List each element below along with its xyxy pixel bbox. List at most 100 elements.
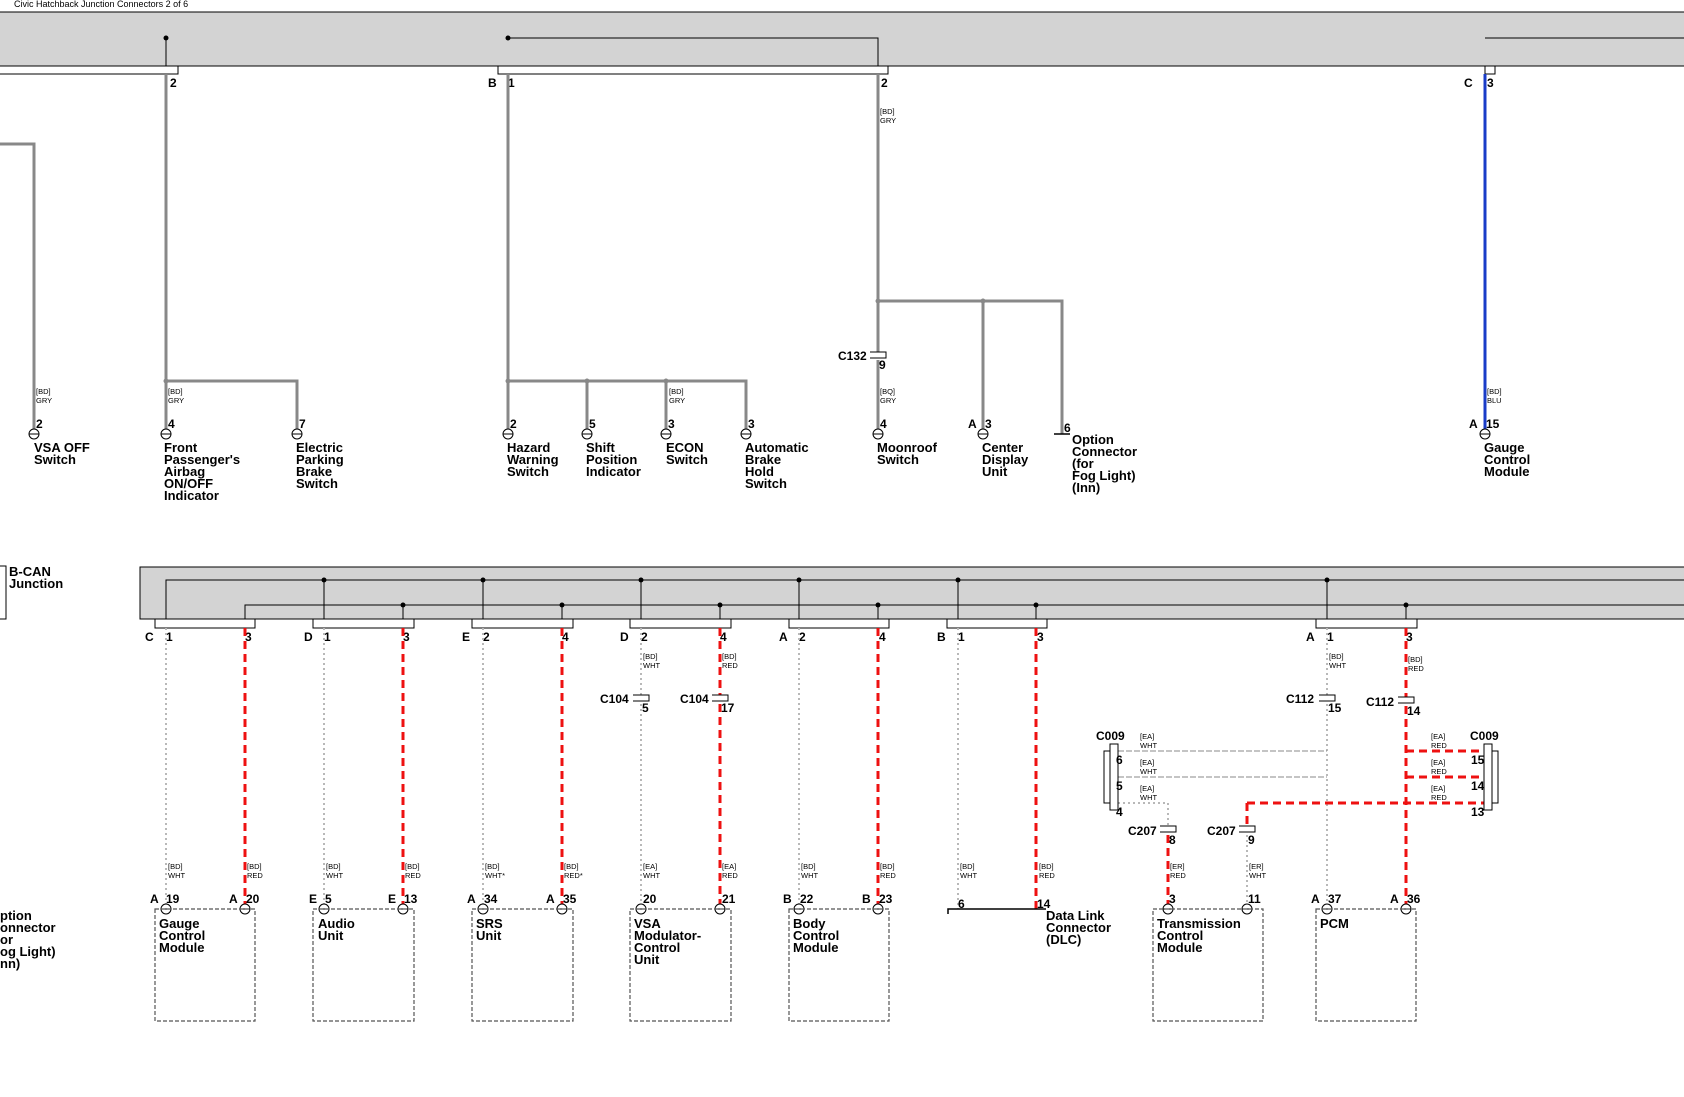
svg-text:A: A: [150, 892, 159, 906]
bus-splice-dot: [505, 35, 511, 41]
svg-text:D: D: [304, 630, 313, 644]
svg-text:13: 13: [1471, 805, 1485, 819]
svg-text:[EA]: [EA]: [1431, 784, 1445, 793]
svg-text:Unit: Unit: [318, 928, 344, 943]
svg-text:onnector: onnector: [0, 920, 56, 935]
splice-dot: [505, 378, 511, 384]
component-label: ECON: [666, 440, 704, 455]
svg-text:RED: RED: [1408, 664, 1424, 673]
svg-text:3: 3: [245, 630, 252, 644]
svg-text:Unit: Unit: [634, 952, 660, 967]
wire-moonroof-group: [876, 74, 1064, 434]
svg-text:nn): nn): [0, 956, 20, 971]
svg-text:WHT: WHT: [801, 871, 818, 880]
svg-text:2: 2: [483, 630, 490, 644]
unit-pins: A 19 A 20 E 5 E 13 A 34 A 35 20 21 B 22 …: [150, 892, 1421, 911]
svg-text:Control: Control: [159, 928, 205, 943]
svg-text:[BD]: [BD]: [168, 862, 183, 871]
svg-text:9: 9: [1248, 833, 1255, 847]
component-label: Display: [982, 452, 1029, 467]
component-label: Switch: [666, 452, 708, 467]
svg-text:RED: RED: [247, 871, 263, 880]
wire-code: [BD]: [669, 387, 684, 396]
svg-text:RED: RED: [1431, 741, 1447, 750]
svg-text:34: 34: [484, 892, 498, 906]
top-pin: 2: [170, 76, 177, 90]
splice-dot: [163, 378, 169, 384]
svg-text:5: 5: [642, 701, 649, 715]
svg-text:VSA: VSA: [634, 916, 661, 931]
svg-text:2: 2: [641, 630, 648, 644]
component-label: Option: [1072, 432, 1114, 447]
wire-color: GRY: [880, 116, 896, 125]
component-connector-letter: A: [968, 417, 977, 431]
svg-text:[EA]: [EA]: [722, 862, 736, 871]
svg-text:Control: Control: [1157, 928, 1203, 943]
top-connector-bracket: [1484, 66, 1496, 75]
component-label: Passenger's: [164, 452, 240, 467]
component-label: Control: [1484, 452, 1530, 467]
svg-text:WHT: WHT: [643, 871, 660, 880]
component-label: ON/OFF: [164, 476, 213, 491]
component-label: Connector: [1072, 444, 1137, 459]
component-label: Front: [164, 440, 198, 455]
svg-text:15: 15: [1471, 753, 1485, 767]
svg-text:A: A: [467, 892, 476, 906]
svg-text:(DLC): (DLC): [1046, 932, 1081, 947]
top-connector-letter: B: [488, 76, 497, 90]
wire-code: [BD]: [1487, 387, 1502, 396]
svg-text:[EA]: [EA]: [1431, 758, 1445, 767]
component-label: Gauge: [1484, 440, 1524, 455]
svg-text:SRS: SRS: [476, 916, 503, 931]
svg-text:RED: RED: [722, 661, 738, 670]
svg-text:1: 1: [324, 630, 331, 644]
svg-text:[BD]: [BD]: [326, 862, 341, 871]
can-low-wires-wht: [165, 628, 1328, 909]
component-label: Parking: [296, 452, 344, 467]
wire-color: GRY: [36, 396, 52, 405]
svg-text:A: A: [546, 892, 555, 906]
svg-text:Module: Module: [793, 940, 839, 955]
c132-connector-icon: [870, 351, 887, 359]
svg-text:6: 6: [958, 897, 965, 911]
svg-text:13: 13: [404, 892, 418, 906]
svg-text:WHT: WHT: [326, 871, 343, 880]
svg-text:A: A: [1306, 630, 1315, 644]
component-label: Switch: [507, 464, 549, 479]
wire-color: GRY: [880, 396, 896, 405]
component-pin: 3: [748, 417, 755, 431]
bus-splice-dot: [163, 35, 169, 41]
svg-text:Control: Control: [793, 928, 839, 943]
svg-text:37: 37: [1328, 892, 1342, 906]
svg-text:A: A: [1311, 892, 1320, 906]
svg-text:D: D: [620, 630, 629, 644]
svg-text:RED: RED: [1170, 871, 1186, 880]
svg-text:23: 23: [879, 892, 893, 906]
svg-text:RED: RED: [405, 871, 421, 880]
svg-text:B: B: [783, 892, 792, 906]
svg-text:RED*: RED*: [564, 871, 583, 880]
component-label: Switch: [34, 452, 76, 467]
svg-text:E: E: [462, 630, 470, 644]
svg-text:Modulator-: Modulator-: [634, 928, 701, 943]
component-pin: 6: [1064, 421, 1071, 435]
component-pin: 7: [299, 417, 306, 431]
bus-drops: [323, 580, 1407, 619]
svg-text:[BD]: [BD]: [801, 862, 816, 871]
top-connector-bracket: [497, 66, 889, 75]
svg-text:[BD]: [BD]: [564, 862, 579, 871]
component-pin: 3: [985, 417, 992, 431]
can-bus-lines: [165, 579, 1684, 619]
svg-text:[EA]: [EA]: [1140, 758, 1154, 767]
top-pin: 3: [1487, 76, 1494, 90]
component-label: Brake: [296, 464, 332, 479]
svg-text:C104: C104: [600, 692, 629, 706]
svg-text:3: 3: [1169, 892, 1176, 906]
top-terminals: [28, 428, 1491, 440]
c009-label: C009: [1096, 729, 1125, 743]
component-label: Switch: [296, 476, 338, 491]
c132-pin: 9: [879, 358, 886, 372]
bottom-connector-pins: C 1 3 D 1 3 E 2 4 D 2 4 A 2 4 B 1 3 A 1 …: [145, 630, 1413, 644]
splice-dot: [663, 378, 669, 384]
svg-text:6: 6: [1116, 753, 1123, 767]
